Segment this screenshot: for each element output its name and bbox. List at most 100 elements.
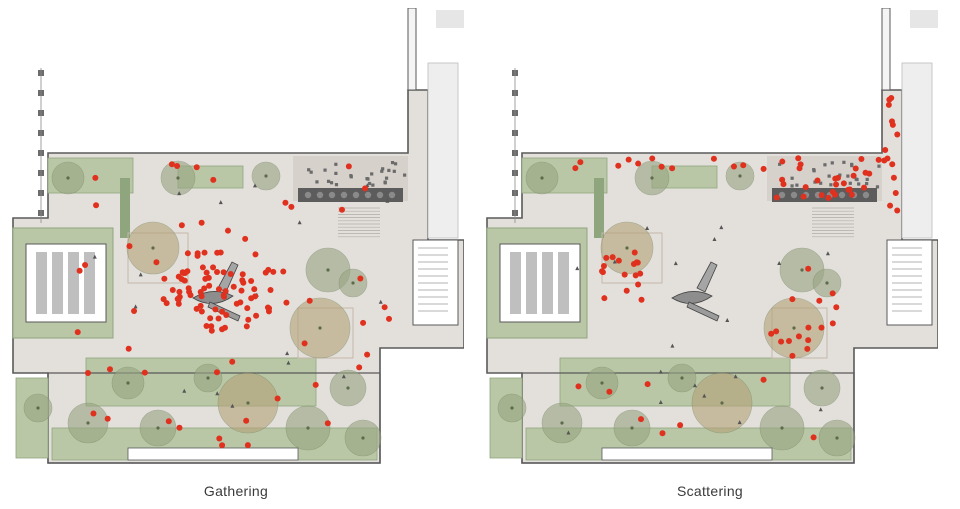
person-dot [161,275,168,282]
channel-fountain [340,191,348,199]
person-icon [218,200,223,205]
person-dot [338,206,345,213]
person-dot [253,312,260,319]
cafe-table [403,173,407,177]
person-dot [82,262,89,269]
tree-trunk [246,401,250,405]
person-dot [658,163,665,170]
sculpture-blade [686,301,720,322]
person-dot [160,296,167,303]
skylight [510,252,521,314]
person-icon [712,237,717,242]
person-dot [810,434,817,441]
person-dot [886,96,893,103]
person-dot [198,308,205,315]
person-dot [179,269,186,276]
tree-trunk [792,326,796,330]
person-dot [262,269,269,276]
skylight [526,252,537,314]
site-plan-svg [12,8,464,464]
person-dot [199,264,206,271]
person-dot [206,282,213,289]
person-dot [740,162,747,169]
person-dot [90,410,97,417]
person-icon [378,299,383,304]
person-icon [177,191,182,196]
person-icon [230,403,235,408]
person-dot [659,430,666,437]
tree-trunk [318,326,322,330]
person-dot [356,364,363,371]
person-dot [219,442,226,449]
person-dot [203,322,210,329]
person-icon [825,251,830,256]
person-dot [248,278,255,285]
cafe-table [790,184,794,188]
person-dot [858,155,865,162]
cafe-table [865,177,869,181]
person-dot [882,146,889,153]
cafe-table [334,162,338,166]
plan-gathering [8,8,464,468]
person-dot [267,287,274,294]
person-dot [274,395,281,402]
person-dot [104,415,111,422]
person-dot [635,160,642,167]
tree-trunk [126,381,130,385]
person-dot [884,155,891,162]
person-dot [244,442,251,449]
tree-trunk [326,268,330,272]
person-dot [890,174,897,181]
person-dot [215,286,222,293]
person-dot [805,324,812,331]
cafe-table [323,168,327,172]
person-dot [270,268,277,275]
tree-trunk [176,176,180,180]
cafe-table [838,173,842,177]
hedge-strip [594,178,604,238]
south-entry [127,447,299,461]
person-dot [176,424,183,431]
people-dots [74,161,393,449]
person-dot [251,286,258,293]
tree-trunk [206,376,210,380]
person-dot [221,324,228,331]
person-icon [702,393,707,398]
person-dot [615,162,622,169]
person-dot [202,275,209,282]
tree-trunk [86,421,90,425]
person-dot [635,281,642,288]
cafe-table [830,161,834,165]
person-dot [288,203,295,210]
person-dot [814,177,821,184]
person-dot [669,165,676,172]
skylight [68,252,79,314]
stair-core-east [412,239,459,326]
cafe-table [842,160,846,164]
person-dot [875,156,882,163]
person-dot [227,271,234,278]
person-dot [773,194,780,201]
person-dot [362,185,369,192]
person-dot [789,296,796,303]
person-dot [141,369,148,376]
person-dot [282,199,289,206]
building-roof [910,10,938,28]
person-dot [818,324,825,331]
people-dots [572,95,901,441]
channel-fountain [304,191,312,199]
plan-base [12,8,464,464]
person-dot [600,263,607,270]
cafe-table [795,183,799,187]
building-wall [407,8,417,91]
tree-trunk [36,406,40,410]
person-icon [658,369,663,374]
person-dot [829,320,836,327]
person-dot [894,131,901,138]
person-dot [131,308,138,315]
cafe-table [392,169,396,173]
south-entry [601,447,773,461]
tree-trunk [264,174,268,178]
person-icon [777,261,782,266]
person-dot [638,296,645,303]
